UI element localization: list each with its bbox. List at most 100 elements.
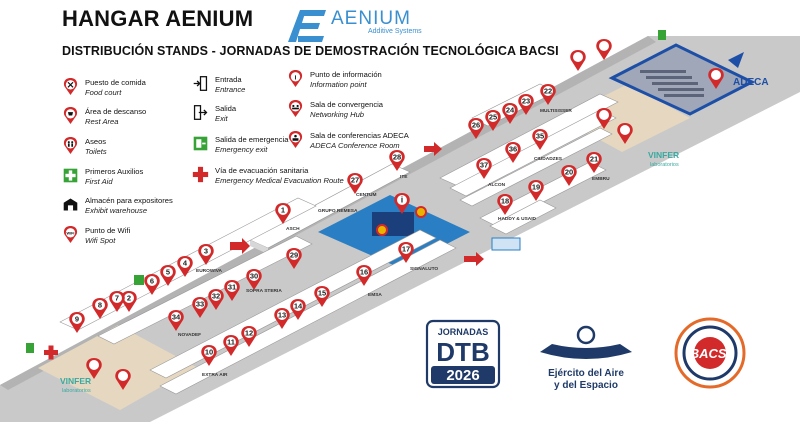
stand-12: 12 <box>245 329 253 338</box>
svg-text:BACSI: BACSI <box>690 346 731 361</box>
stand-name-emsa: EMSA <box>368 292 382 298</box>
conference-icon <box>288 131 303 148</box>
svg-text:y del Espacio: y del Espacio <box>554 380 618 391</box>
toilet-block <box>491 237 521 251</box>
stand-8: 8 <box>98 301 102 310</box>
exit-icon <box>193 105 208 120</box>
warehouse-icon <box>63 198 78 211</box>
stand-20: 20 <box>565 168 573 177</box>
svg-text:laboratorios: laboratorios <box>62 388 91 394</box>
target-icon-b <box>415 206 427 218</box>
stand-name-embru: EMBRU <box>592 176 610 182</box>
first-aid-icon <box>63 168 78 183</box>
first-aid-icon <box>134 275 144 285</box>
svg-text:i: i <box>401 196 403 205</box>
stand-15: 15 <box>318 289 326 298</box>
stand-28: 28 <box>393 153 401 162</box>
stand-name-extra-air: EXTRA AIR <box>202 372 228 378</box>
stand-22: 22 <box>544 87 552 96</box>
vinfer-logo-left: VINFER laboratorios <box>60 376 91 394</box>
direction-arrow-1 <box>230 238 250 254</box>
stand-name-eurowiva: EUROWIVA <box>196 268 223 274</box>
svg-text:Ejército del Aire: Ejército del Aire <box>548 368 624 379</box>
svg-text:VINFER: VINFER <box>648 150 679 160</box>
stand-19: 19 <box>532 183 540 192</box>
stand-10: 10 <box>205 348 213 357</box>
toilets-icon <box>63 137 78 154</box>
rest-area-icon <box>63 107 78 124</box>
stand-21: 21 <box>590 155 598 164</box>
stand-11: 11 <box>227 338 235 347</box>
stand-name-asch: ASCH <box>286 226 300 232</box>
aenium-logo-mark <box>286 8 330 49</box>
svg-text:2026: 2026 <box>446 367 479 384</box>
stand-33: 33 <box>196 300 204 309</box>
stand-7: 7 <box>115 294 119 303</box>
entrance-icon <box>193 76 208 91</box>
stand-name-novadef: NOVADEF <box>178 332 201 338</box>
stand-name-haddy-usaid: HADDY & USAID <box>498 216 537 222</box>
svg-text:DTB: DTB <box>436 337 489 367</box>
stand-4: 4 <box>183 259 188 268</box>
stand-27: 27 <box>351 176 359 185</box>
stand-name-grupo-remesa: GRUPO REMESA <box>318 208 358 214</box>
stand-37: 37 <box>480 161 488 170</box>
stand-6: 6 <box>150 277 154 286</box>
direction-arrow-3 <box>464 252 484 266</box>
dtb-2026-logo: JORNADAS DTB 2026 <box>425 319 501 389</box>
emergency-exit-icon <box>193 136 208 151</box>
ejercito-del-aire-logo: Ejército del Aire y del Espacio <box>540 325 632 391</box>
emergency-exit-icon <box>658 30 666 40</box>
adeca-room-border <box>608 43 756 116</box>
stand-34: 34 <box>172 313 181 322</box>
adeca-logo: ADECA <box>728 52 769 88</box>
stand-23: 23 <box>522 97 530 106</box>
stand-name-centum: CENTUM <box>356 192 377 198</box>
stand-29: 29 <box>290 251 298 260</box>
stand-26: 26 <box>472 121 480 130</box>
stand-name-signaluto: SIGNALUTO <box>410 266 438 272</box>
adeca-room-floor <box>612 45 752 114</box>
stand-18: 18 <box>501 197 509 206</box>
direction-arrow-2 <box>424 142 442 156</box>
stand-1: 1 <box>281 206 285 215</box>
stand-35: 35 <box>536 132 544 141</box>
stand-name-alcon: ALCON <box>488 182 506 188</box>
stand-30: 30 <box>250 272 258 281</box>
food-court-icon <box>63 78 78 95</box>
stand-3: 3 <box>204 247 208 256</box>
emergency-exit-icon <box>26 343 34 353</box>
svg-text:JORNADAS: JORNADAS <box>438 327 489 337</box>
stand-9: 9 <box>75 315 79 324</box>
info-point-icon: i <box>288 70 303 87</box>
stand-2: 2 <box>127 294 131 303</box>
stand-name-sopra-steria: SOPRA STERIA <box>246 288 282 294</box>
medical-route-icon <box>192 166 209 183</box>
stand-32: 32 <box>212 292 220 301</box>
bacsi-logo: BACSI <box>674 317 746 389</box>
rest-area-left <box>38 325 196 410</box>
stand-17: 17 <box>402 245 410 254</box>
stand-name-ciudadzes: CIUDADZES <box>534 156 563 162</box>
stand-14: 14 <box>294 302 303 311</box>
stand-31: 31 <box>228 283 236 292</box>
stand-16: 16 <box>360 268 368 277</box>
svg-text:WiFi: WiFi <box>66 232 74 236</box>
map-service-pins: i <box>86 39 724 390</box>
stand-5: 5 <box>166 268 170 277</box>
svg-text:laboratorios: laboratorios <box>650 162 679 168</box>
stand-labels: ASCH GRUPO REMESA CENTUM ITE EUROWIVA SO… <box>178 108 610 378</box>
target-icon-a <box>376 224 388 236</box>
